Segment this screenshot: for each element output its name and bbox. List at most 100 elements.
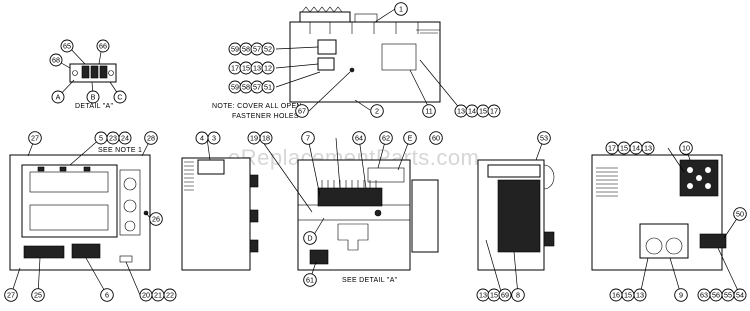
note-line1: NOTE: COVER ALL OPEN	[212, 103, 302, 110]
svg-text:67: 67	[298, 107, 306, 116]
svg-text:17: 17	[231, 64, 239, 73]
svg-text:58: 58	[242, 83, 250, 92]
svg-text:B: B	[91, 93, 96, 102]
svg-text:58: 58	[242, 45, 250, 54]
callout-27: 27	[28, 131, 42, 145]
svg-text:69: 69	[501, 291, 509, 300]
svg-text:65: 65	[63, 42, 71, 51]
callout-14: 14	[465, 104, 479, 118]
callout-25: 25	[31, 288, 45, 302]
callout-67: 67	[295, 104, 309, 118]
callout-17: 17	[228, 61, 242, 75]
svg-text:12: 12	[264, 64, 272, 73]
callout-56: 56	[709, 288, 723, 302]
svg-text:66: 66	[99, 42, 107, 51]
callout-14: 14	[629, 141, 643, 155]
svg-text:24: 24	[121, 134, 129, 143]
svg-text:21: 21	[154, 291, 162, 300]
svg-text:23: 23	[109, 134, 117, 143]
svg-text:53: 53	[540, 134, 548, 143]
callout-52: 52	[261, 42, 275, 56]
callout-58: 58	[239, 42, 253, 56]
svg-text:17: 17	[490, 107, 498, 116]
svg-text:7: 7	[306, 134, 310, 143]
svg-text:27: 27	[7, 291, 15, 300]
svg-text:15: 15	[624, 291, 632, 300]
callout-12: 12	[261, 61, 275, 75]
svg-text:13: 13	[479, 291, 487, 300]
callout-15: 15	[476, 104, 490, 118]
callout-59: 59	[228, 42, 242, 56]
internal-view: SEE DETAIL "A"	[297, 159, 439, 284]
svg-text:13: 13	[457, 107, 465, 116]
callout-E: E	[403, 131, 417, 145]
svg-text:57: 57	[253, 45, 261, 54]
callout-66: 66	[96, 39, 110, 53]
svg-text:2: 2	[375, 107, 379, 116]
callout-55: 55	[721, 288, 735, 302]
callout-13: 13	[641, 141, 655, 155]
callout-21: 21	[151, 288, 165, 302]
svg-text:27: 27	[31, 134, 39, 143]
note-line2: FASTENER HOLES	[232, 113, 299, 120]
svg-text:14: 14	[632, 144, 640, 153]
svg-text:59: 59	[231, 45, 239, 54]
side-view-right	[477, 159, 555, 271]
callout-balloons: 1 2 11 67 59 58 57 52 17 15 13 12 59 58 …	[4, 2, 747, 302]
callout-58: 58	[239, 80, 253, 94]
svg-text:C: C	[117, 93, 122, 102]
svg-text:19: 19	[250, 134, 258, 143]
callout-28: 28	[144, 131, 158, 145]
svg-text:5: 5	[99, 134, 103, 143]
callout-23: 23	[106, 131, 120, 145]
callout-13: 13	[633, 288, 647, 302]
svg-text:56: 56	[712, 291, 720, 300]
svg-text:14: 14	[468, 107, 476, 116]
callout-60: 60	[429, 131, 443, 145]
callout-17: 17	[487, 104, 501, 118]
svg-text:55: 55	[724, 291, 732, 300]
callout-57: 57	[250, 80, 264, 94]
rear-view	[591, 154, 727, 271]
callout-15: 15	[239, 61, 253, 75]
svg-text:64: 64	[355, 134, 363, 143]
front-panel-view: SEE NOTE 1	[9, 147, 151, 271]
callout-3: 3	[207, 131, 221, 145]
callout-64: 64	[352, 131, 366, 145]
detail-a: DETAIL "A"	[69, 63, 117, 110]
callout-15: 15	[621, 288, 635, 302]
svg-text:60: 60	[432, 134, 440, 143]
callout-13: 13	[250, 61, 264, 75]
callout-11: 11	[422, 104, 436, 118]
callout-65: 65	[60, 39, 74, 53]
svg-text:18: 18	[262, 134, 270, 143]
callout-16: 16	[609, 288, 623, 302]
svg-text:62: 62	[382, 134, 390, 143]
callout-51: 51	[261, 80, 275, 94]
svg-text:52: 52	[264, 45, 272, 54]
callout-D: D	[303, 231, 317, 245]
callout-17: 17	[605, 141, 619, 155]
svg-text:15: 15	[479, 107, 487, 116]
svg-text:25: 25	[34, 291, 42, 300]
callout-63: 63	[697, 288, 711, 302]
side-view-left	[181, 157, 259, 271]
callout-50: 50	[733, 207, 747, 221]
svg-text:10: 10	[682, 144, 690, 153]
svg-text:22: 22	[166, 291, 174, 300]
svg-text:11: 11	[425, 107, 432, 116]
callout-6: 6	[100, 288, 114, 302]
callout-8: 8	[511, 288, 525, 302]
callout-4: 4	[195, 131, 209, 145]
callout-54: 54	[733, 288, 747, 302]
detail-a-label: DETAIL "A"	[75, 103, 114, 110]
svg-text:16: 16	[612, 291, 620, 300]
svg-text:54: 54	[736, 291, 744, 300]
callout-62: 62	[379, 131, 393, 145]
callout-24: 24	[118, 131, 132, 145]
callout-22: 22	[163, 288, 177, 302]
callout-13: 13	[476, 288, 490, 302]
callout-53: 53	[537, 131, 551, 145]
callout-27: 27	[4, 288, 18, 302]
callout-2: 2	[370, 104, 384, 118]
